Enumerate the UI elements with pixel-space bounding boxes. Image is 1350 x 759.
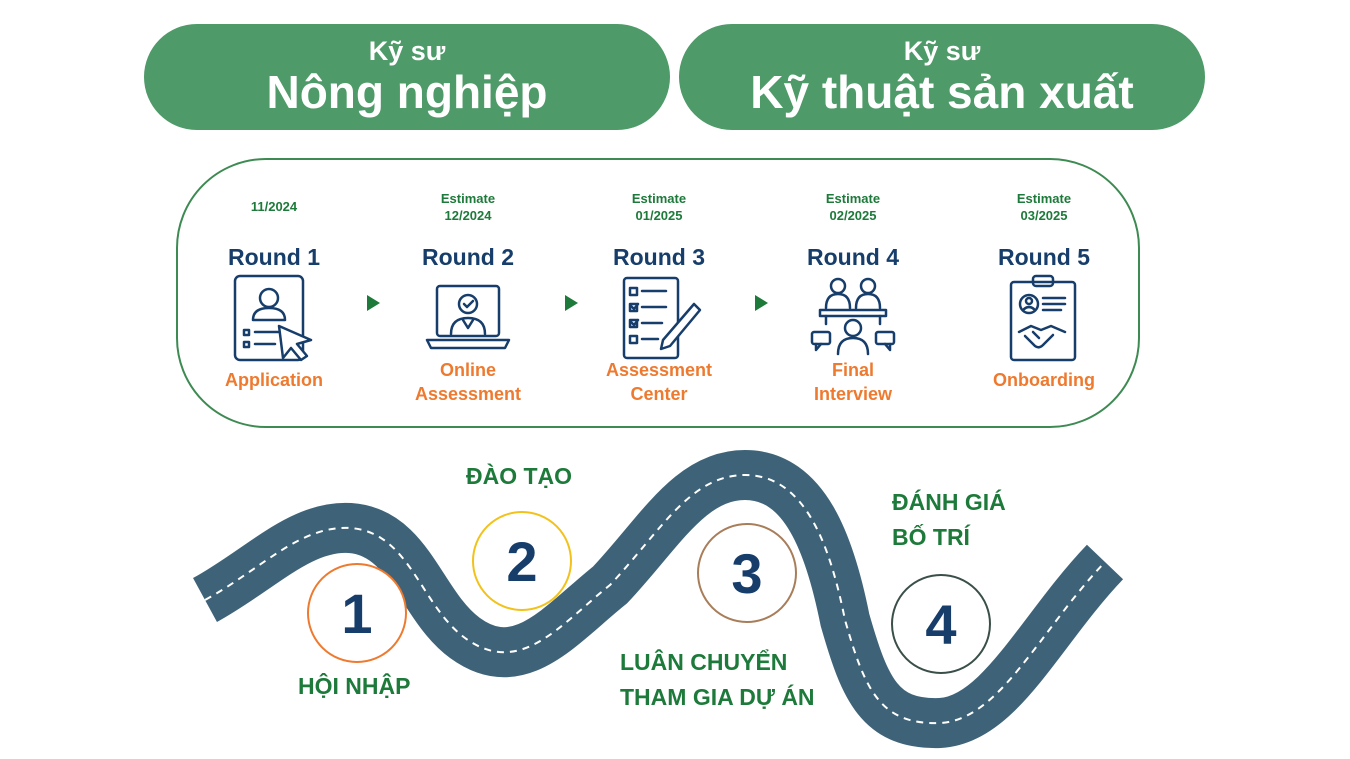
road-center-line [204, 473, 1106, 725]
stage-name: Center [630, 384, 688, 404]
header-title: Nông nghiệp [266, 66, 548, 118]
step-1-label: HỘI NHẬP [298, 673, 411, 699]
round-date: 11/2024 [250, 199, 298, 214]
arrow-right-icon [565, 295, 578, 311]
career-road-path [192, 449, 1124, 749]
estimate-label: Estimate [1016, 191, 1072, 206]
round-title: Round 1 [228, 244, 320, 270]
step-3-label-line1: LUÂN CHUYỂN [620, 649, 788, 675]
interview-panel-icon [810, 277, 896, 356]
estimate-label: Estimate [825, 191, 881, 206]
stage-name: Assessment [605, 360, 713, 380]
round-date: 02/2025 [829, 208, 877, 223]
stage-name: Onboarding [993, 370, 1095, 390]
stage-name: Application [225, 370, 323, 390]
stage-name: Online [439, 360, 496, 380]
recruitment-rounds-box [176, 158, 1140, 428]
header-pill-agriculture: Kỹ sư Nông nghiệp [144, 24, 670, 130]
arrow-right-icon [367, 295, 380, 311]
step-4-circle: 4 [891, 574, 991, 674]
stage-name: Interview [813, 384, 893, 404]
header-pill-production: Kỹ sư Kỹ thuật sản xuất [679, 24, 1205, 130]
estimate-label: Estimate [440, 191, 496, 206]
round-title: Round 3 [613, 244, 705, 270]
stage-name: Assessment [414, 384, 522, 404]
applicant-profile-cursor-icon [233, 274, 313, 362]
estimate-label: Estimate [631, 191, 687, 206]
header-subtitle: Kỹ sư [903, 36, 981, 66]
clipboard-handshake-icon [1009, 274, 1077, 362]
round-date: 03/2025 [1020, 208, 1068, 223]
round-date: 12/2024 [444, 208, 492, 223]
header-title: Kỹ thuật sản xuất [750, 66, 1134, 118]
step-4-label-line2: BỐ TRÍ [892, 524, 970, 550]
step-1-circle: 1 [307, 563, 407, 663]
checklist-pencil-icon [622, 276, 702, 360]
stage-name: Final [831, 360, 874, 380]
round-title: Round 4 [807, 244, 899, 270]
step-2-circle: 2 [472, 511, 572, 611]
round-title: Round 2 [422, 244, 514, 270]
header-subtitle: Kỹ sư [368, 36, 446, 66]
round-date: 01/2025 [635, 208, 683, 223]
step-4-label-line1: ĐÁNH GIÁ [892, 489, 1006, 515]
step-2-label: ĐÀO TẠO [466, 463, 573, 489]
laptop-verified-person-icon [425, 284, 511, 350]
arrow-right-icon [755, 295, 768, 311]
step-3-label-line2: THAM GIA DỰ ÁN [620, 684, 815, 710]
round-title: Round 5 [998, 244, 1090, 270]
step-3-circle: 3 [697, 523, 797, 623]
